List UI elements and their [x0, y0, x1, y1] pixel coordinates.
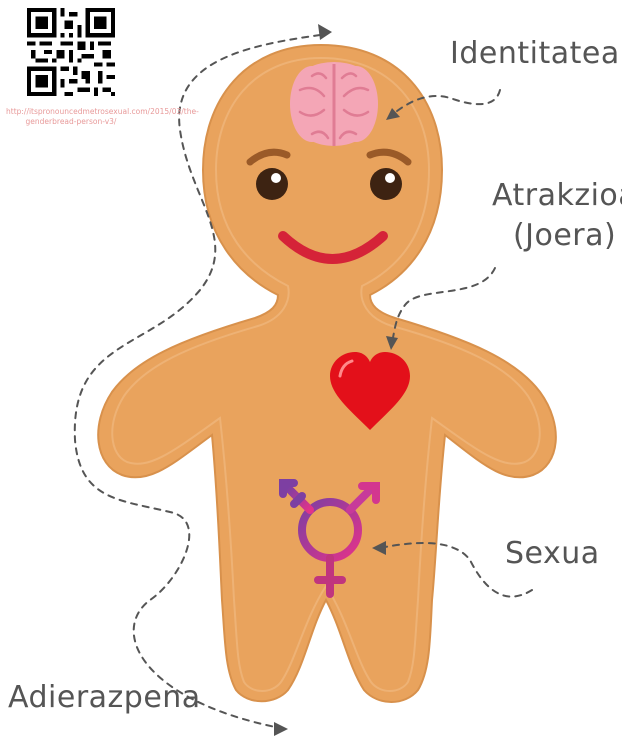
attraction-label-line1: Atrakzioa	[492, 176, 622, 216]
source-url: http://itspronouncedmetrosexual.com/2015…	[6, 107, 136, 127]
expression-label: Adierazpena	[8, 680, 201, 715]
attraction-label: Atrakzioa (Joera)	[492, 176, 622, 256]
qr-code-icon	[27, 8, 115, 96]
expression-arrow-head-bottom	[274, 722, 288, 736]
expression-arrow-head-top	[318, 24, 332, 40]
identity-label: Identitatea	[450, 36, 620, 71]
brain-icon	[290, 62, 378, 146]
left-eye	[256, 168, 288, 200]
right-eye	[370, 168, 402, 200]
attraction-label-line2: (Joera)	[492, 216, 622, 256]
sex-label: Sexua	[505, 536, 600, 571]
